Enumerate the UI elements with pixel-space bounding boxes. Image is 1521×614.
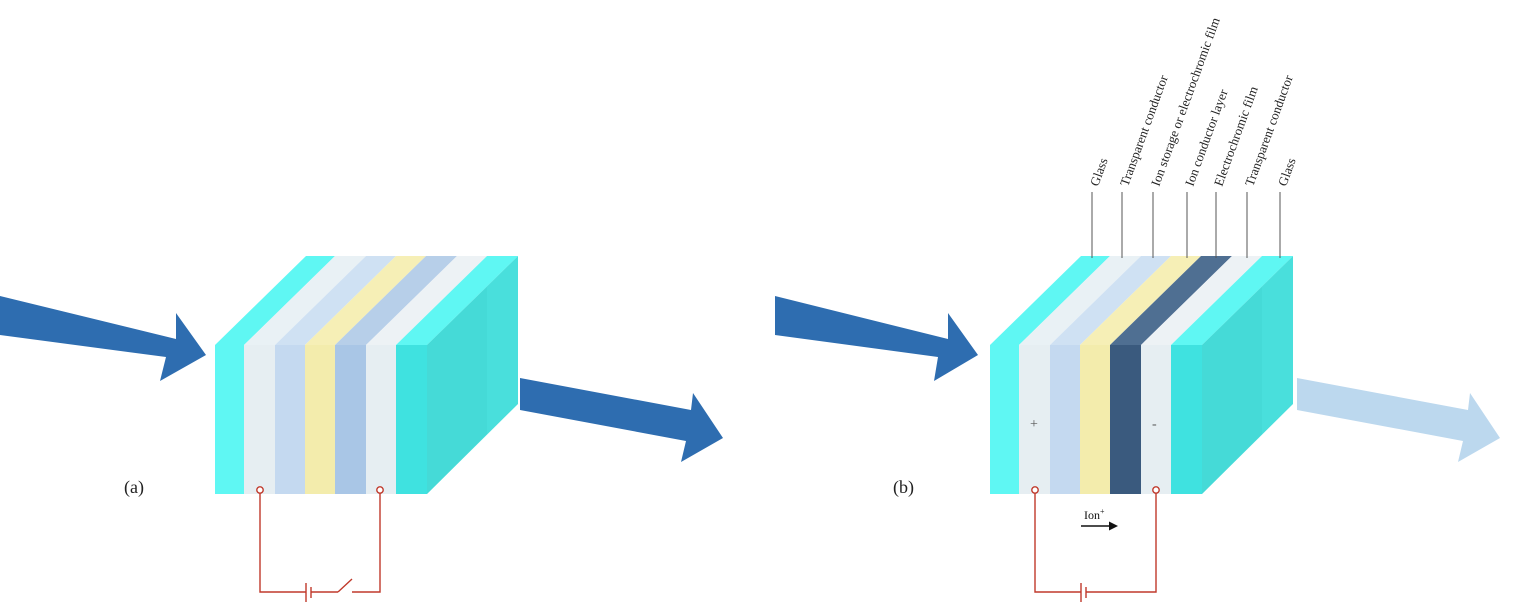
open-switch: [337, 578, 353, 593]
transmitted-light-arrow-faint: [1297, 378, 1500, 462]
electrochromic-film-layer: [335, 345, 366, 494]
ion-conductor-layer: [305, 345, 335, 494]
ion-conductor-layer: [1080, 345, 1110, 494]
panel-a: (a): [0, 256, 723, 602]
layer-label-glass-2: Glass: [1275, 156, 1299, 188]
glass-layer: [396, 345, 427, 494]
device-front-face: [215, 345, 427, 494]
panel-b: + - Ion+ (b) Gl: [775, 15, 1500, 602]
layer-leader-lines: [1091, 192, 1281, 258]
transparent-conductor-layer: [244, 345, 275, 494]
ion-arrow-head: [1109, 521, 1118, 531]
transparent-conductor-layer: [1141, 345, 1171, 494]
ion-label: Ion+: [1084, 507, 1105, 522]
terminal-right: [1152, 486, 1160, 494]
incoming-light-arrow: [0, 296, 206, 381]
panel-b-label: (b): [893, 477, 914, 498]
device-top-face: [215, 256, 518, 345]
transparent-conductor-layer: [1019, 345, 1050, 494]
device-front-face: [990, 345, 1202, 494]
terminal-left: [1031, 486, 1039, 494]
circuit-closed: [1031, 486, 1160, 602]
circuit-open: [256, 486, 384, 602]
layer-label-glass: Glass: [1087, 156, 1111, 188]
terminal-left: [256, 486, 264, 494]
positive-sign: +: [1030, 417, 1038, 432]
electrochromic-film-colored-layer: [1110, 345, 1141, 494]
glass-layer: [990, 345, 1019, 494]
device-top-face: [990, 256, 1293, 345]
ion-flow-indicator: Ion+: [1081, 507, 1118, 531]
ion-storage-layer: [275, 345, 305, 494]
transparent-conductor-layer: [366, 345, 396, 494]
glass-side-face: [1202, 256, 1293, 494]
negative-sign: -: [1152, 417, 1157, 432]
glass-layer: [1171, 345, 1202, 494]
ion-storage-layer: [1050, 345, 1080, 494]
panel-a-label: (a): [124, 477, 144, 498]
incoming-light-arrow: [775, 296, 978, 381]
glass-layer: [215, 345, 244, 494]
terminal-right: [376, 486, 384, 494]
layer-labels: Glass Transparent conductor Ion storage …: [1087, 15, 1299, 188]
glass-side-face: [427, 256, 518, 494]
transmitted-light-arrow: [520, 378, 723, 462]
